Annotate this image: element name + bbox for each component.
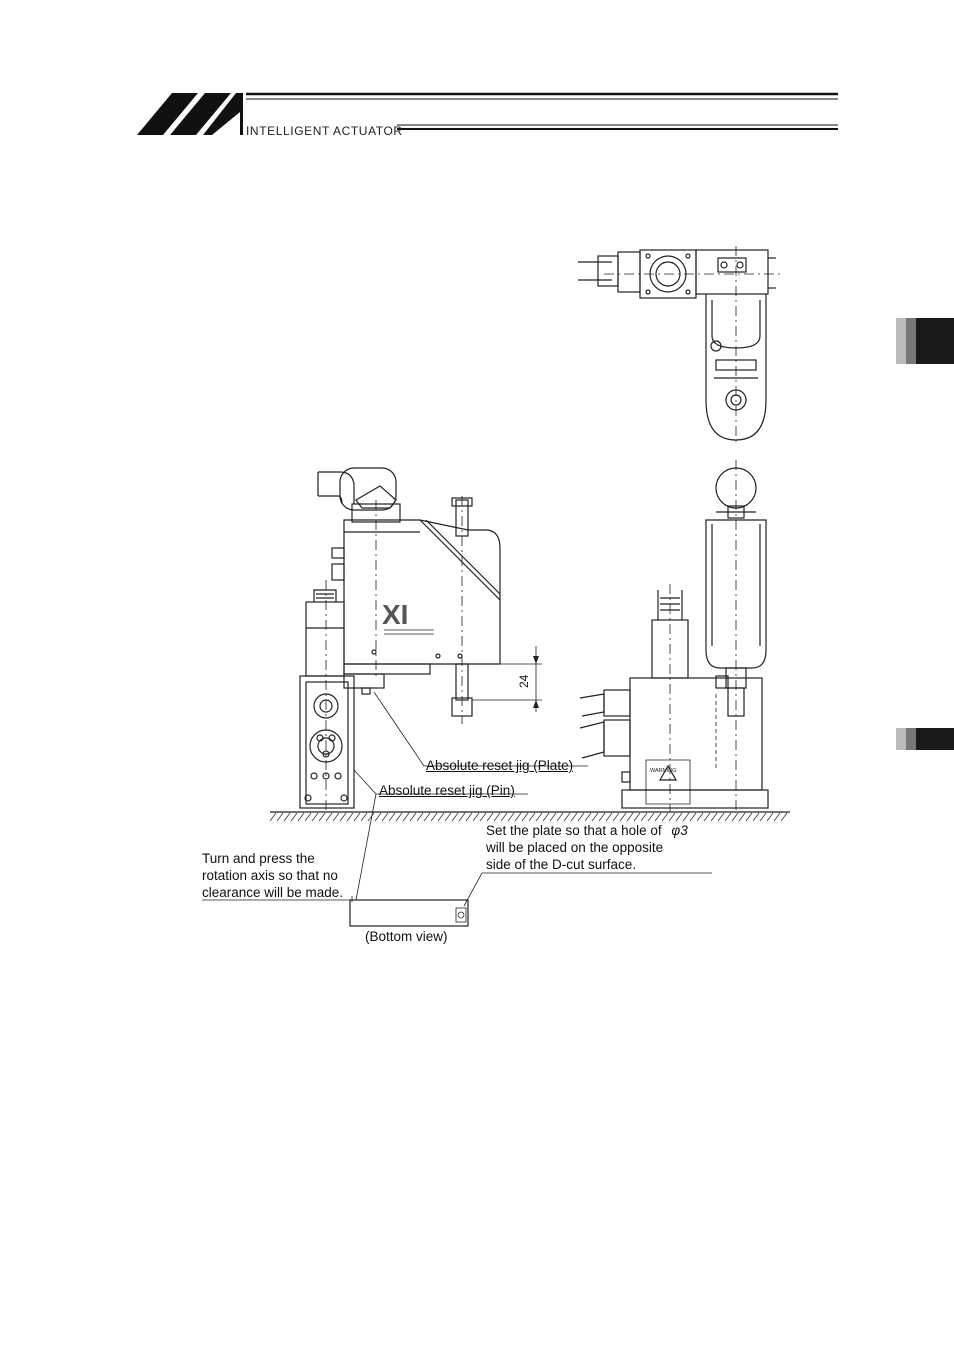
hatch-line	[326, 813, 332, 821]
hatch-line	[557, 813, 563, 821]
hatch-line	[662, 813, 668, 821]
hatch-line	[466, 813, 472, 821]
hatch-line	[319, 813, 325, 821]
hatch-line	[452, 813, 458, 821]
hatch-line	[382, 813, 388, 821]
hatch-line	[410, 813, 416, 821]
turn-note: Turn and press the rotation axis so that…	[202, 850, 343, 901]
hatch-line	[515, 813, 521, 821]
hatch-line	[599, 813, 605, 821]
plate-note-line2: will be placed on the opposite	[486, 839, 688, 856]
hatch-line	[606, 813, 612, 821]
hatch-line	[753, 813, 759, 821]
hatch-line	[305, 813, 311, 821]
hatch-line	[361, 813, 367, 821]
hatch-line	[676, 813, 682, 821]
hatch-line	[284, 813, 290, 821]
hatch-line	[718, 813, 724, 821]
side-view	[580, 460, 768, 814]
plate-note-line3: side of the D-cut surface.	[486, 856, 688, 873]
section-tab-lower	[896, 728, 954, 750]
hatch-line	[739, 813, 745, 821]
hatch-line	[564, 813, 570, 821]
hatch-line	[508, 813, 514, 821]
hatch-line	[578, 813, 584, 821]
hatch-line	[655, 813, 661, 821]
hatch-line	[270, 813, 276, 821]
hatch-line	[438, 813, 444, 821]
turn-note-line3: clearance will be made.	[202, 884, 343, 901]
hatch-line	[620, 813, 626, 821]
hatch-line	[459, 813, 465, 821]
hatch-line	[480, 813, 486, 821]
hatch-line	[354, 813, 360, 821]
hatch-line	[683, 813, 689, 821]
hatch-line	[277, 813, 283, 821]
hatch-line	[704, 813, 710, 821]
section-tab-upper	[896, 318, 954, 364]
hatch-line	[389, 813, 395, 821]
hatch-line	[746, 813, 752, 821]
hatch-line	[732, 813, 738, 821]
hatch-line	[550, 813, 556, 821]
hatch-line	[585, 813, 591, 821]
hatch-line	[501, 813, 507, 821]
hatch-line	[669, 813, 675, 821]
hatch-line	[431, 813, 437, 821]
hatch-line	[375, 813, 381, 821]
plate-note: Set the plate so that a hole of φ3 will …	[486, 822, 688, 873]
hatch-line	[648, 813, 654, 821]
brand-text: INTELLIGENT ACTUATOR	[246, 124, 403, 138]
hatch-line	[725, 813, 731, 821]
hatch-line	[396, 813, 402, 821]
hatch-line	[529, 813, 535, 821]
hatch-line	[543, 813, 549, 821]
label-absolute-reset-jig-plate: Absolute reset jig (Plate)	[426, 757, 573, 774]
turn-note-line2: rotation axis so that no	[202, 867, 343, 884]
hatch-line	[536, 813, 542, 821]
hatch-line	[767, 813, 773, 821]
hatch-line	[711, 813, 717, 821]
plate-note-line1: Set the plate so that a hole of	[486, 823, 662, 838]
hatch-line	[403, 813, 409, 821]
hatch-line	[613, 813, 619, 821]
hatch-line	[494, 813, 500, 821]
hatch-line	[627, 813, 633, 821]
bottom-view-caption: (Bottom view)	[365, 928, 448, 945]
hatch-line	[690, 813, 696, 821]
warning-label-text: WARNING	[650, 768, 676, 774]
hatch-line	[697, 813, 703, 821]
hatch-line	[592, 813, 598, 821]
hatch-line	[291, 813, 297, 821]
hatch-line	[641, 813, 647, 821]
hatch-line	[774, 813, 780, 821]
hatch-line	[340, 813, 346, 821]
robot-logo-text: XI	[382, 599, 408, 630]
hatch-line	[487, 813, 493, 821]
hatch-line	[522, 813, 528, 821]
dimension-24: 24	[517, 674, 531, 688]
hatch-line	[298, 813, 304, 821]
hatch-line	[473, 813, 479, 821]
turn-note-line1: Turn and press the	[202, 850, 343, 867]
top-view	[578, 246, 780, 446]
hatch-line	[634, 813, 640, 821]
hatch-line	[445, 813, 451, 821]
hatch-line	[312, 813, 318, 821]
hatch-line	[781, 813, 787, 821]
hatch-line	[424, 813, 430, 821]
plate-note-phi: φ3	[671, 823, 687, 838]
hatch-line	[417, 813, 423, 821]
hatch-line	[760, 813, 766, 821]
hatch-line	[368, 813, 374, 821]
hatch-line	[333, 813, 339, 821]
label-absolute-reset-jig-pin: Absolute reset jig (Pin)	[379, 782, 515, 799]
hatch-line	[571, 813, 577, 821]
hatch-line	[347, 813, 353, 821]
